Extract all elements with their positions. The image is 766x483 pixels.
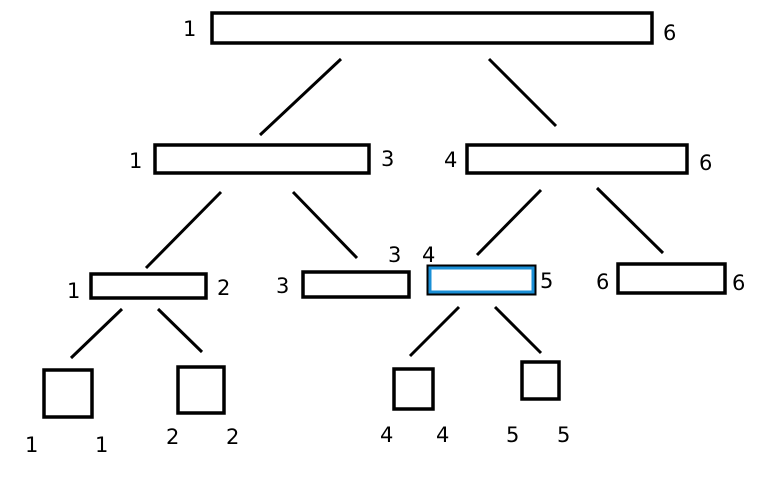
tree-node-n-6-6-left-label: 6 (596, 270, 609, 294)
tree-node-n-1-1-right-label: 1 (95, 433, 108, 457)
tree-edge-n-4-5-to-n-5-5 (493, 305, 543, 355)
tree-node-n-6-6 (616, 262, 727, 295)
tree-node-n-1-1 (42, 368, 94, 419)
tree-node-n-4-5-outline (426, 264, 537, 296)
tree-edge-n-1-2-to-n-2-2 (156, 307, 204, 354)
tree-node-n-1-3-right-label: 3 (381, 147, 394, 171)
tree-node-n-1-6-right-label: 6 (663, 21, 676, 45)
tree-node-n-1-2 (89, 272, 208, 300)
tree-node-n-3-3-left-label: 3 (276, 274, 289, 298)
tree-node-n-4-6-right-label: 6 (699, 151, 712, 175)
tree-node-n-4-5-left-label: 4 (422, 243, 435, 267)
tree-node-n-4-4-right-label: 4 (436, 423, 449, 447)
tree-node-n-2-2-left-label: 2 (166, 425, 179, 449)
tree-node-n-1-6 (210, 11, 654, 45)
tree-node-n-1-2-left-label: 1 (67, 279, 80, 303)
tree-node-n-4-5-right-label: 5 (540, 269, 553, 293)
tree-node-n-1-3 (153, 143, 371, 175)
tree-node-n-4-5-highlighted (428, 266, 535, 294)
tree-node-n-1-1-left-label: 1 (25, 433, 38, 457)
tree-node-n-4-4-left-label: 4 (380, 423, 393, 447)
tree-node-n-1-2-right-label: 2 (217, 276, 230, 300)
tree-node-n-5-5-left-label: 5 (506, 423, 519, 447)
tree-edge-n-1-2-to-n-1-1 (69, 307, 124, 360)
tree-edge-n-1-6-to-n-1-3 (258, 57, 343, 137)
tree-edge-n-1-3-to-n-3-3 (291, 190, 359, 260)
tree-node-n-5-5-right-label: 5 (557, 423, 570, 447)
tree-node-n-3-3-right-label: 3 (388, 243, 401, 267)
tree-node-n-1-6-left-label: 1 (183, 17, 196, 41)
tree-node-n-6-6-right-label: 6 (732, 271, 745, 295)
tree-node-n-1-3-left-label: 1 (129, 149, 142, 173)
tree-node-n-2-2-right-label: 2 (226, 425, 239, 449)
tree-node-n-5-5 (520, 360, 561, 401)
tree-node-n-3-3 (301, 270, 411, 299)
tree-edge-n-1-6-to-n-4-6 (487, 57, 558, 128)
tree-node-n-4-4 (392, 367, 435, 411)
tree-node-n-4-6-left-label: 4 (444, 148, 457, 172)
tree-edge-n-4-5-to-n-4-4 (408, 305, 461, 358)
tree-node-n-4-6 (465, 143, 689, 175)
tree-edge-n-4-6-to-n-4-5 (475, 188, 543, 257)
tree-node-n-2-2 (176, 365, 226, 415)
tree-edge-n-4-6-to-n-6-6 (595, 186, 665, 255)
tree-edge-n-1-3-to-n-1-2 (144, 190, 223, 270)
